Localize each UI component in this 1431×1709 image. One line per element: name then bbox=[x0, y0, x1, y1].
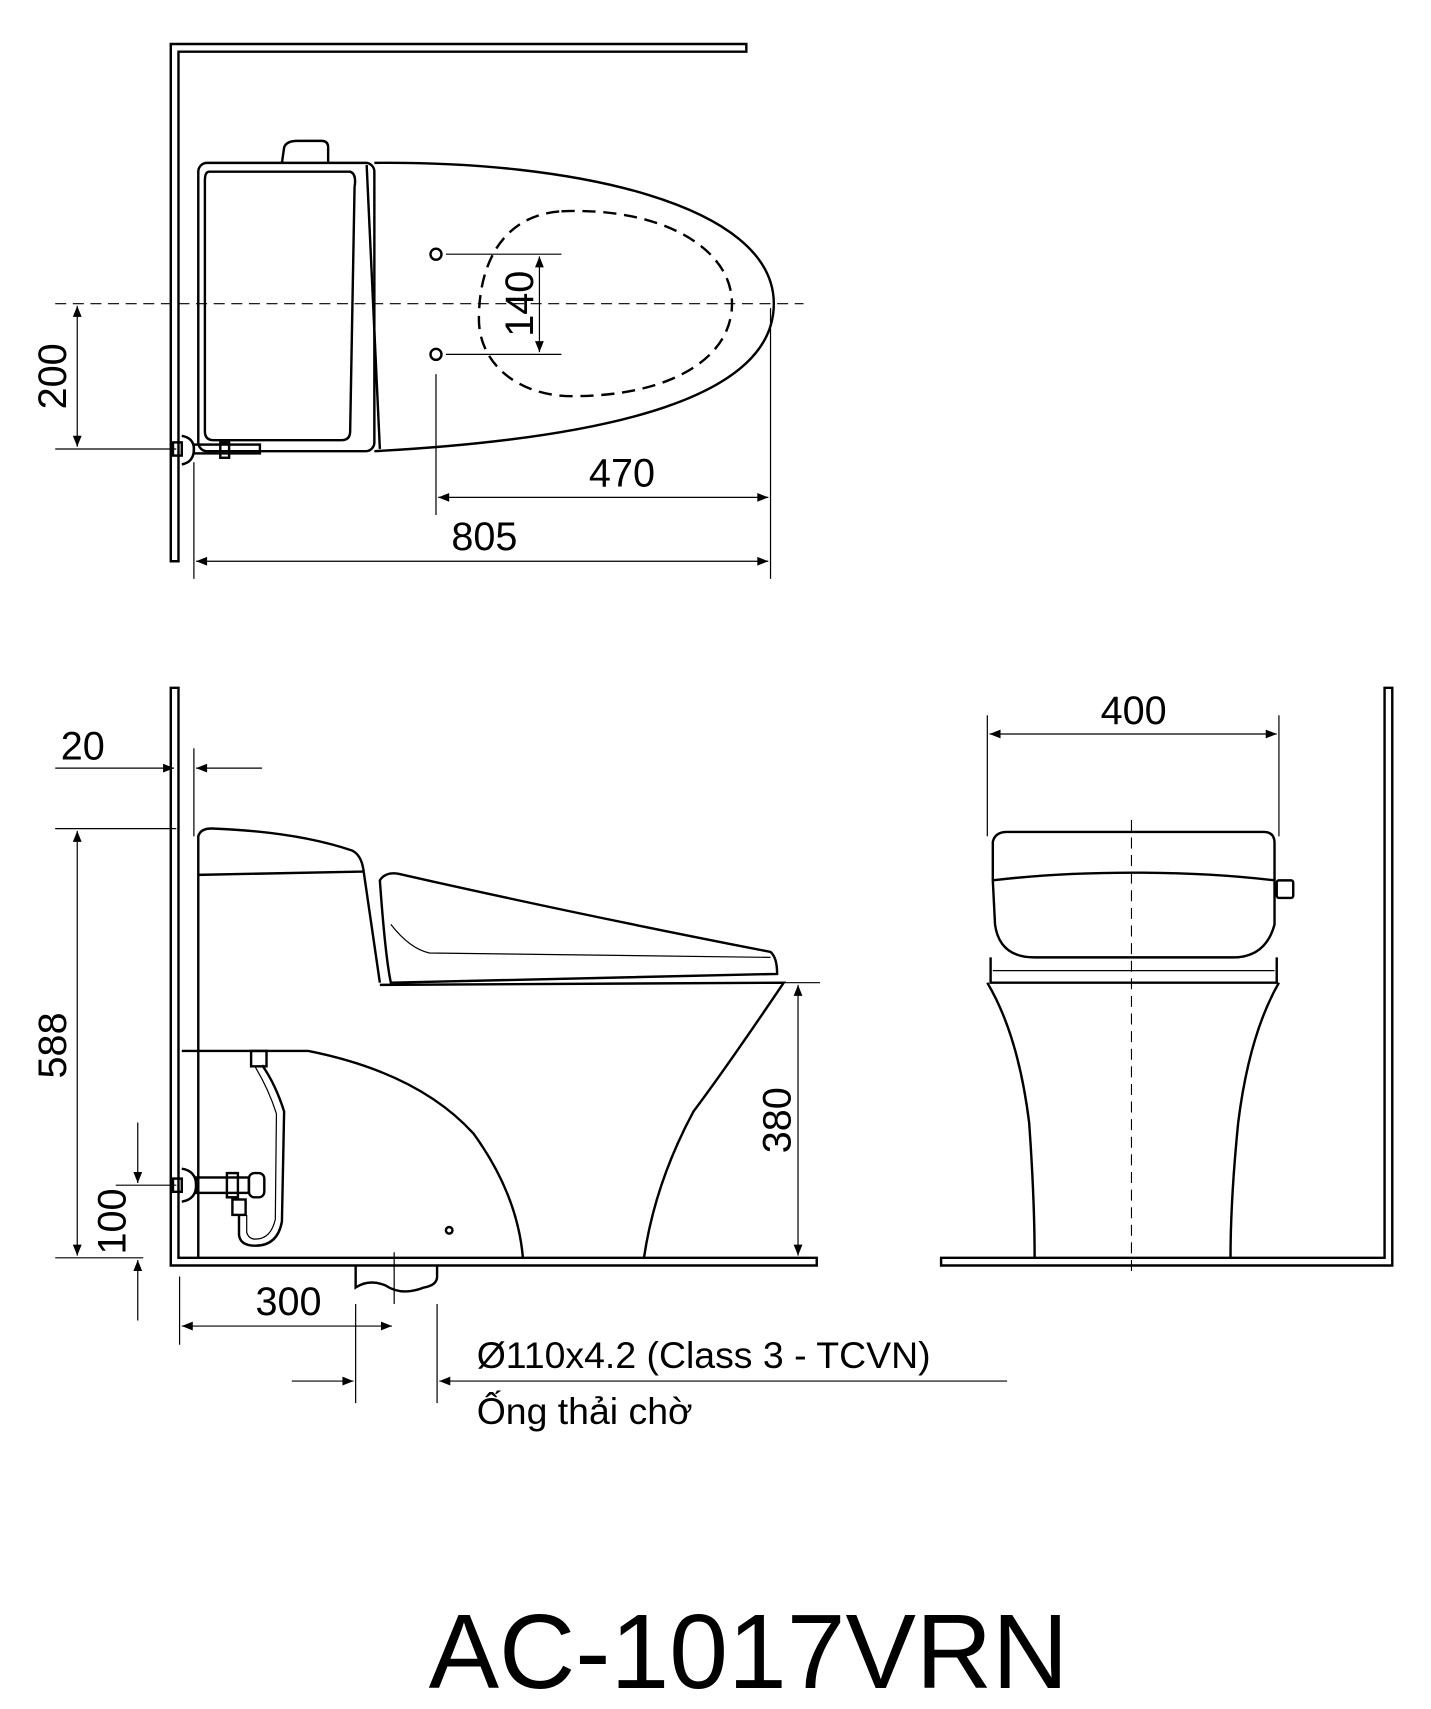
bowl-base-arc bbox=[181, 1049, 525, 1258]
dimension-label-100: 100 bbox=[91, 1188, 135, 1254]
fixing-hole bbox=[444, 1225, 454, 1235]
dimension-label-20: 20 bbox=[61, 724, 105, 768]
seat-bolt-hole bbox=[429, 347, 443, 362]
pedestal-front bbox=[986, 982, 1280, 1258]
tank-side bbox=[197, 827, 382, 1258]
drain-pipe-label: Ống thải chờ bbox=[477, 1390, 693, 1432]
top-view: 140 200 470 805 bbox=[31, 42, 804, 579]
tank-lid-line bbox=[198, 870, 364, 877]
washlet-seat bbox=[378, 872, 779, 984]
tank-front bbox=[991, 830, 1276, 881]
side-control-button bbox=[1275, 879, 1295, 900]
dimension-label-470: 470 bbox=[589, 451, 655, 495]
tank-outline bbox=[197, 161, 376, 453]
wall-top-view bbox=[169, 42, 748, 563]
seat-base-front bbox=[989, 957, 1278, 984]
dimension-label-588: 588 bbox=[31, 1012, 75, 1078]
front-view: 400 bbox=[939, 686, 1394, 1275]
seat-lid-front bbox=[991, 871, 1276, 959]
model-name: AC-1017VRN bbox=[429, 1593, 1069, 1709]
dimension-label-400: 400 bbox=[1101, 689, 1167, 733]
bowl-outline bbox=[374, 161, 776, 453]
bowl-side bbox=[379, 981, 787, 1258]
dimension-label-200: 200 bbox=[31, 343, 75, 409]
flush-button bbox=[280, 139, 330, 164]
dimension-label-805: 805 bbox=[451, 515, 517, 559]
wall-side-view bbox=[169, 686, 818, 1267]
drain-pipe-spec: Ø110x4.2 (Class 3 - TCVN) bbox=[477, 1334, 931, 1376]
side-view: 20 588 100 380 300 Ø110x4.2 (Class 3 - T… bbox=[31, 686, 1008, 1432]
water-valve-side bbox=[171, 1049, 286, 1247]
water-valve bbox=[171, 434, 262, 466]
tank-lid bbox=[203, 170, 357, 442]
tank-bowl-joint bbox=[365, 165, 382, 450]
dimension-label-380: 380 bbox=[755, 1087, 799, 1153]
seat-bolt-hole bbox=[429, 247, 443, 261]
dimension-label-140: 140 bbox=[498, 271, 542, 337]
wall-front-view bbox=[939, 686, 1394, 1267]
drain-pipe bbox=[354, 1252, 439, 1305]
seat-opening-outline bbox=[477, 209, 734, 398]
dimension-label-300: 300 bbox=[255, 1280, 321, 1324]
